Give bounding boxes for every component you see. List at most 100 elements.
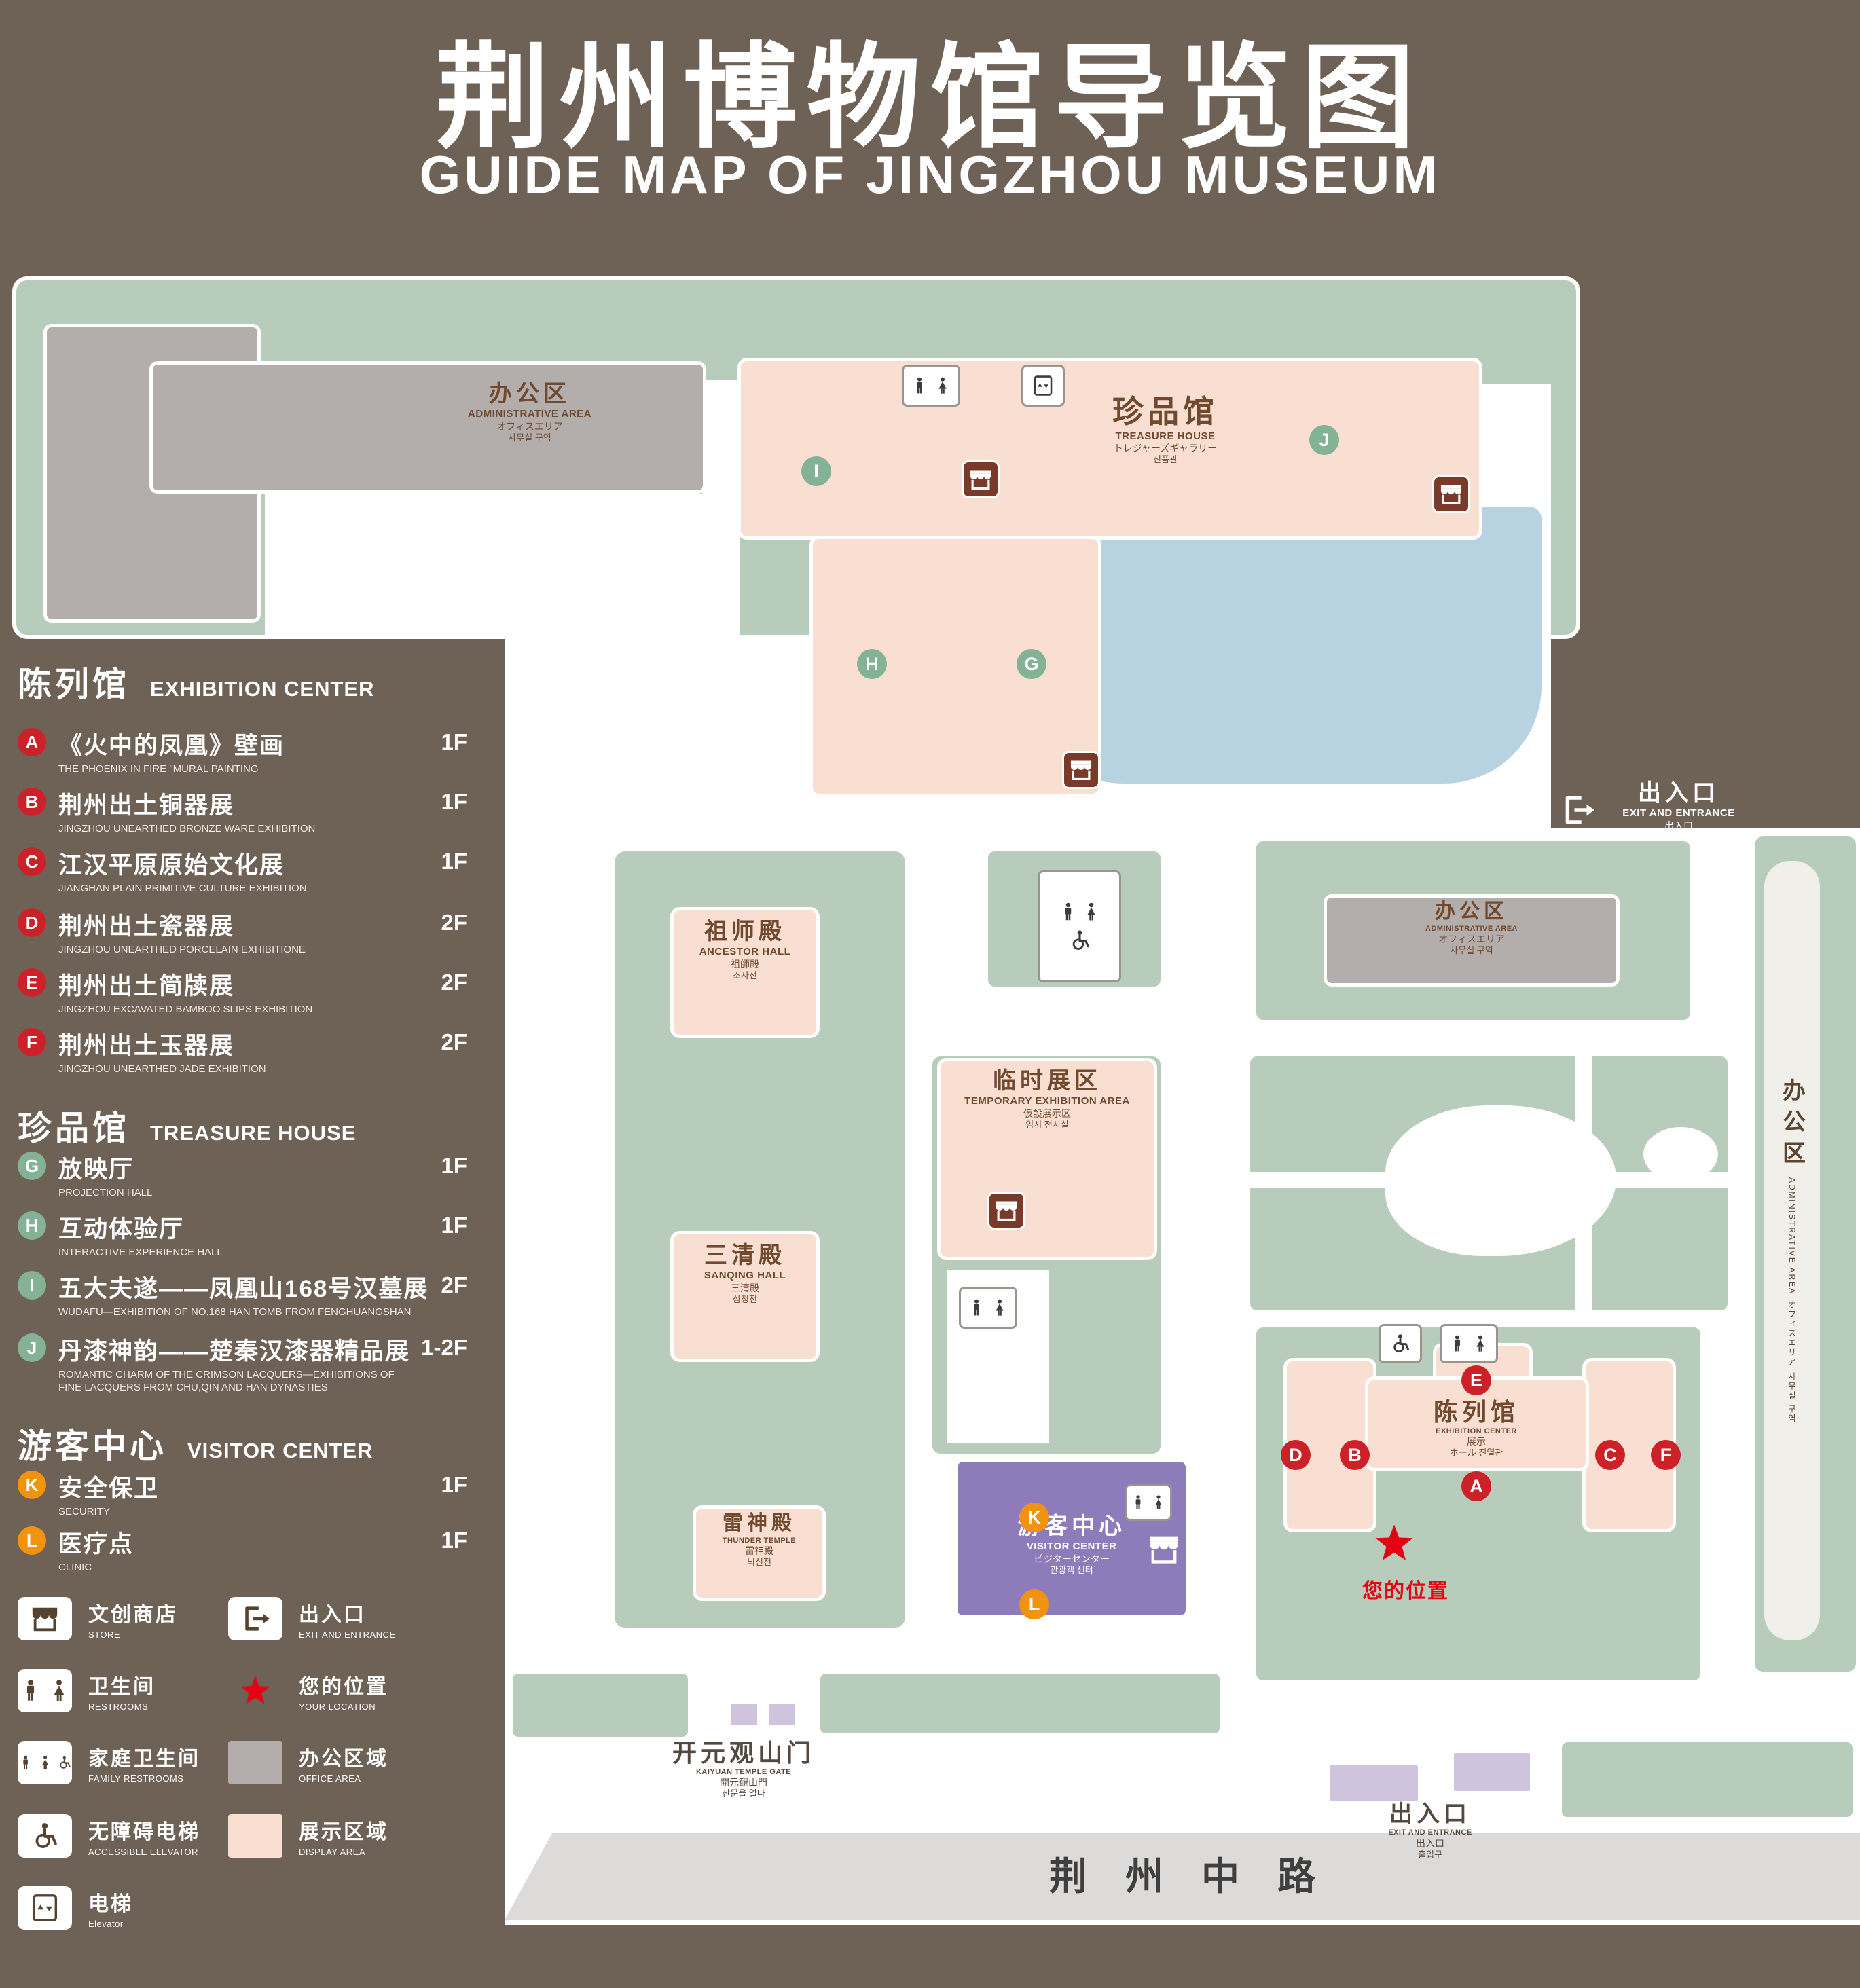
page-subtitle: GUIDE MAP OF JINGZHOU MUSEUM	[419, 145, 1441, 204]
road: 荆州中路	[505, 1833, 1860, 1920]
your-location-label: 您的位置	[1362, 1580, 1449, 1602]
marker-c-badge: C	[18, 847, 46, 876]
family-restroom-icon	[18, 1741, 72, 1784]
exit-icon	[228, 1597, 282, 1640]
lawn	[816, 1670, 1224, 1737]
map-marker-j: J	[1309, 425, 1339, 455]
admin-area-top-label: 办公区 ADMINISTRATIVE AREA オフィスエリア 사무실 구역	[468, 381, 591, 443]
your-location-star-icon	[1372, 1521, 1417, 1566]
visitor-center-label: 游客中心 VISITOR CENTER ビジターセンター 관광객 센터	[1017, 1513, 1126, 1575]
family-restroom-icon	[1038, 870, 1121, 982]
exit-bottom-label: 出入口 EXIT AND ENTRANCE 出入口 출입구	[1388, 1801, 1472, 1860]
marker-g-badge: G	[18, 1152, 46, 1180]
gate-pier	[729, 1701, 760, 1728]
courtyard-white	[265, 494, 704, 635]
accessible-elevator-icon	[18, 1814, 72, 1858]
map-marker-e: E	[1461, 1365, 1491, 1395]
elevator-icon	[18, 1886, 72, 1930]
map-marker-k: K	[1019, 1503, 1049, 1532]
elevator-icon	[1021, 365, 1065, 407]
restroom-icon	[1440, 1324, 1498, 1363]
temporary-exhibition-building	[937, 1058, 1157, 1260]
marker-f-badge: F	[18, 1028, 46, 1056]
restroom-icon	[1125, 1484, 1172, 1521]
thunder-temple-building	[693, 1505, 826, 1601]
map-marker-g: G	[1017, 649, 1046, 679]
section-visitor-center: 游客中心 VISITOR CENTER	[18, 1427, 373, 1465]
marker-e-badge: E	[18, 968, 46, 997]
treasure-house-label: 珍品馆 TREASURE HOUSE トレジャーズギャラリー 진품관	[1112, 394, 1218, 465]
marker-h-badge: H	[18, 1211, 46, 1240]
thunder-temple-label: 雷神殿 THUNDER TEMPLE 雷神殿 뇌신전	[722, 1512, 797, 1568]
map-marker-f: F	[1651, 1440, 1681, 1470]
store-icon	[18, 1597, 72, 1640]
exit-right-label: 出入口 EXIT AND ENTRANCE 出入口 출입구	[1622, 780, 1735, 842]
map-marker-d: D	[1281, 1440, 1311, 1470]
lawn	[1558, 1738, 1857, 1821]
map-marker-c: C	[1595, 1440, 1625, 1470]
map-marker-b: B	[1340, 1440, 1370, 1470]
store-icon	[1146, 1532, 1182, 1567]
admin-building-right	[1324, 894, 1620, 987]
path-white	[702, 380, 740, 635]
accessible-elevator-icon	[1379, 1324, 1422, 1363]
treasure-house-building	[737, 358, 1482, 540]
office-area-swatch	[228, 1741, 282, 1784]
admin-area-right-label: 办公区 ADMINISTRATIVE AREA オフィスエリア 사무실 구역	[1425, 900, 1518, 956]
marker-a-badge: A	[18, 728, 46, 756]
marker-d-badge: D	[18, 908, 46, 937]
marker-l-badge: L	[18, 1526, 46, 1555]
store-icon	[962, 460, 1000, 498]
store-icon	[1432, 475, 1470, 513]
display-area-swatch	[228, 1814, 282, 1858]
marker-j-badge: J	[18, 1333, 46, 1362]
exhibition-center-label: 陈列馆 EXHIBITION CENTER 展示 ホール 진열관	[1433, 1398, 1519, 1458]
marker-i-badge: I	[18, 1271, 46, 1300]
map-marker-h: H	[857, 649, 887, 679]
section-exhibition-center: 陈列馆 EXHIBITION CENTER	[18, 665, 375, 703]
gate-label: 开元观山门 KAIYUAN TEMPLE GATE 開元観山門 산문을 열다	[672, 1739, 815, 1799]
marker-k-badge: K	[18, 1471, 46, 1499]
gate-pier	[767, 1701, 798, 1728]
treasure-house-wing	[809, 536, 1101, 797]
restroom-icon	[959, 1287, 1017, 1329]
sanqing-hall-label: 三清殿 SANQING HALL 三清殿 삼청전	[704, 1242, 786, 1304]
temporary-exhibition-label: 临时展区 TEMPORARY EXHIBITION AREA 仮設展示区 임시 …	[964, 1068, 1130, 1130]
section-treasure-house: 珍品馆 TREASURE HOUSE	[18, 1109, 357, 1147]
road-name: 荆州中路	[1049, 1855, 1353, 1898]
map-marker-l: L	[1019, 1589, 1049, 1619]
page-title: 荆州博物馆导览图	[435, 34, 1425, 162]
ancestor-hall-building	[670, 907, 820, 1038]
store-icon	[1062, 751, 1100, 789]
entrance-pad	[1327, 1763, 1421, 1803]
ancestor-hall-label: 祖师殿 ANCESTOR HALL 祖師殿 조사전	[699, 919, 791, 980]
garden-pond-path	[1385, 1105, 1616, 1256]
entrance-pad	[1451, 1750, 1533, 1794]
admin-area-side: 办公区 ADMINISTRATIVE AREA オフィスエリア 사무실 구역	[1764, 861, 1820, 1640]
restroom-icon	[902, 365, 960, 407]
garden-pond-path-2	[1643, 1127, 1718, 1181]
your-location-star-icon	[228, 1669, 282, 1712]
restroom-icon	[18, 1669, 72, 1712]
